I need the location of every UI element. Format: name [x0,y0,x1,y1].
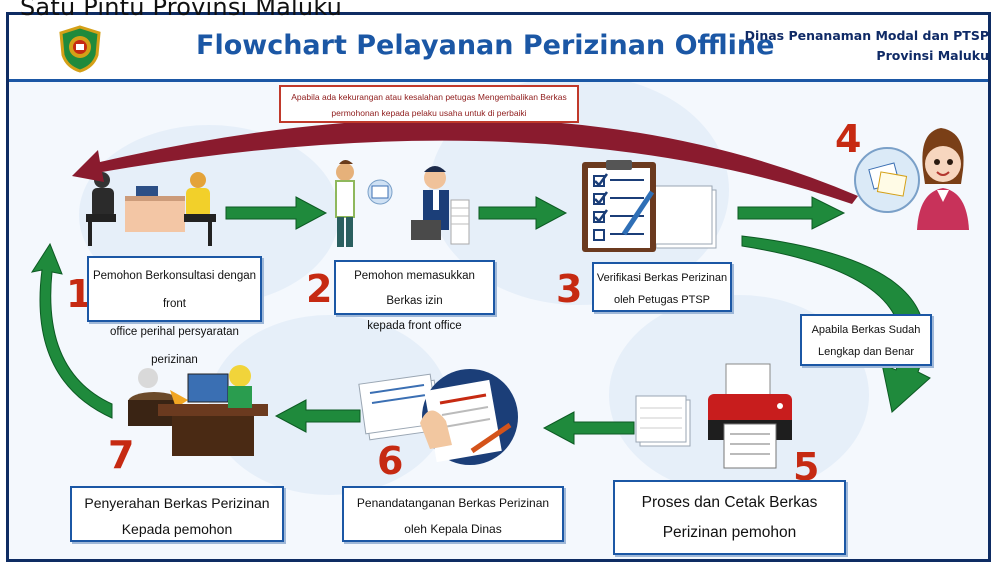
top-caption: Satu Pintu Provinsi Maluku [20,0,343,21]
step-number-3: 3 [556,267,583,311]
step-box-submission: Pemohon memasukkan Berkas izin kepada fr… [334,260,495,332]
return-note-line-1: Apabila ada kekurangan atau kesalahan pe… [291,92,567,102]
step-5-line-2: Perizinan pemohon [662,524,797,541]
completeness-note: Apabila Berkas Sudah Lengkap dan Benar [800,314,932,366]
arrow-step-4-to-5 [741,235,931,413]
province-logo-icon [59,25,101,73]
return-arrow [72,118,858,204]
step-7-line-2: Kepada pemohon [121,521,233,537]
step-3-line-1: Verifikasi Berkas Perizinan [596,272,728,284]
step-3-line-2: oleh Petugas PTSP [613,294,710,306]
agency-line-1: Dinas Penanaman Modal dan PTSP [744,28,989,43]
consultation-illustration [86,172,216,246]
page-title: Flowchart Pelayanan Perizinan Offline [196,30,775,61]
signing-illustration [358,369,518,465]
completeness-note-line-1: Apabila Berkas Sudah [811,324,921,336]
step-box-consultation: Pemohon Berkonsultasi dengan front offic… [87,256,262,366]
step-box-handover: Penyerahan Berkas Perizinan Kepada pemoh… [70,486,284,542]
return-note-line-2: permohonan kepada pelaku usaha untuk di … [331,108,527,118]
step-box-printing: Proses dan Cetak Berkas Perizinan pemoho… [613,480,846,555]
agency-name: Dinas Penanaman Modal dan PTSP Provinsi … [745,26,989,66]
agency-line-2: Provinsi Maluku [876,48,989,63]
step-number-2: 2 [306,267,333,311]
completeness-note-line-2: Lengkap dan Benar [817,346,915,358]
step-box-verification: Verifikasi Berkas Perizinan oleh Petugas… [592,262,732,312]
arrow-step-7-to-1 [30,242,113,419]
printer-illustration [635,363,792,469]
step-1-line-1: Pemohon Berkonsultasi dengan front [92,270,257,310]
submission-illustration [335,160,470,247]
arrow-step-3-to-4 [737,196,846,230]
header-bar [9,15,988,82]
arrow-step-1-to-2 [225,196,328,230]
arrow-step-2-to-3 [478,196,568,230]
step-box-signing: Penandatanganan Berkas Perizinan oleh Ke… [342,486,564,542]
return-note: Apabila ada kekurangan atau kesalahan pe… [279,85,579,123]
step-number-5: 5 [793,445,820,489]
step-number-7: 7 [108,433,135,477]
step-6-line-2: oleh Kepala Dinas [404,522,502,536]
arrow-step-5-to-6 [542,411,635,445]
verification-checklist-illustration [582,160,717,252]
step-5-line-1: Proses dan Cetak Berkas [641,494,818,511]
step-number-4: 4 [835,117,862,161]
step-2-line-1: Pemohon memasukkan Berkas izin [354,270,475,307]
handover-illustration [128,365,268,456]
officer-handing-documents-illustration [854,128,969,230]
step-2-line-2: kepada front office [367,320,462,332]
step-6-line-1: Penandatanganan Berkas Perizinan [356,496,550,510]
step-number-6: 6 [377,439,404,483]
step-7-line-1: Penyerahan Berkas Perizinan [84,495,270,511]
step-1-line-2: office perihal persyaratan perizinan [110,326,239,366]
arrow-step-6-to-7 [274,399,361,433]
